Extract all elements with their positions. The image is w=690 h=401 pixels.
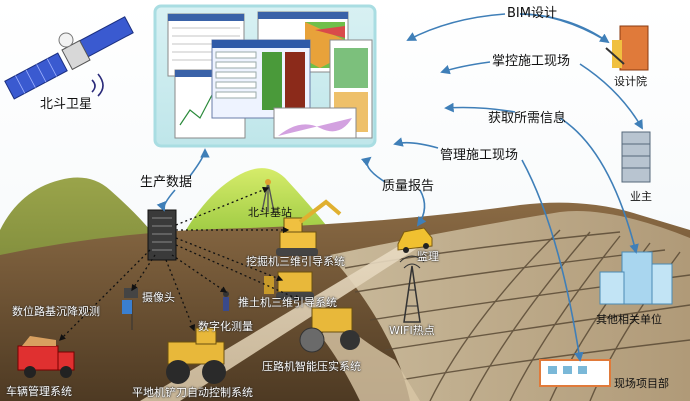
roller-icon	[299, 307, 360, 353]
label-bulldozer-guidance: 推土机三维引导系统	[238, 296, 337, 309]
label-grader-control: 平地机铲刀自动控制系统	[132, 386, 253, 399]
grader-icon	[166, 327, 226, 384]
label-settlement-observation: 数位路基沉降观测	[12, 305, 100, 318]
label-get-info: 获取所需信息	[488, 111, 567, 126]
label-other-units: 其他相关单位	[596, 313, 662, 326]
label-vehicle-management: 车辆管理系统	[6, 385, 72, 398]
label-digital-survey: 数字化测量	[198, 320, 253, 333]
data-links	[59, 186, 302, 341]
label-site-office: 现场项目部	[614, 377, 669, 390]
label-supervision: 监理	[417, 250, 439, 263]
label-roller-system: 压路机智能压实系统	[262, 360, 361, 373]
label-design-institute: 设计院	[614, 75, 647, 88]
design-institute-icon	[605, 25, 649, 71]
label-manage-site: 管理施工现场	[440, 148, 519, 163]
label-quality-report: 质量报告	[382, 179, 435, 194]
label-production-data: 生产数据	[140, 175, 193, 190]
software-windows	[167, 11, 373, 139]
truck-icon	[17, 336, 75, 378]
other-units-icon	[599, 251, 673, 305]
label-camera: 摄像头	[142, 291, 175, 304]
label-excavator-guidance: 挖掘机三维引导系统	[246, 255, 345, 268]
camera-icon	[122, 288, 138, 330]
label-owner: 业主	[630, 190, 652, 203]
owner-icon	[621, 131, 651, 183]
server-icon	[147, 209, 177, 261]
supervision-car-icon	[397, 227, 433, 253]
wifi-tower-icon	[399, 255, 425, 323]
label-control-site: 掌控施工现场	[492, 54, 571, 69]
surveyor-icon	[223, 291, 229, 311]
site-office-icon	[539, 359, 611, 387]
label-beidou-base: 北斗基站	[248, 206, 292, 219]
label-bim-design: BIM设计	[507, 6, 557, 21]
label-wifi-hotspot: WIFI热点	[389, 324, 435, 337]
flow-arrows	[156, 13, 643, 362]
satellite-icon	[4, 16, 134, 100]
label-beidou-satellite: 北斗卫星	[40, 97, 93, 112]
